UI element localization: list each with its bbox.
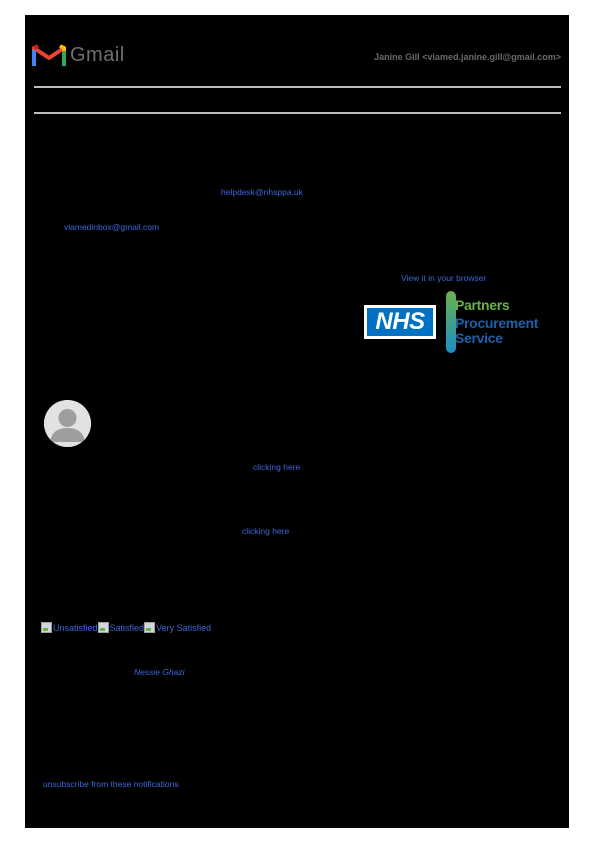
pps-logo-line-1: Partners bbox=[455, 297, 510, 313]
view-in-browser-link[interactable]: View it in your browser bbox=[401, 273, 487, 283]
gmail-logo: Gmail bbox=[32, 42, 132, 70]
agent-name-link[interactable]: Nessie Ghazi bbox=[134, 667, 185, 677]
pps-logo-line-3: Service bbox=[455, 330, 503, 346]
user-silhouette-icon bbox=[44, 400, 91, 447]
nhs-logo: NHS bbox=[364, 305, 436, 339]
image-icon bbox=[41, 622, 52, 633]
rating-satisfied-link[interactable]: Satisfied bbox=[109, 622, 145, 633]
avatar bbox=[44, 400, 91, 447]
account-user: Janine Gill <viamed.janine.gill@gmail.co… bbox=[374, 52, 561, 62]
clicking-here-link-2[interactable]: clicking here bbox=[242, 526, 290, 536]
image-icon bbox=[144, 622, 156, 633]
nhs-logo-text: NHS bbox=[367, 308, 433, 336]
pps-logo-line-2: Procurement bbox=[455, 315, 539, 331]
rating-very-satisfied-link[interactable]: Very Satisfied bbox=[156, 622, 212, 633]
unsubscribe-link[interactable]: unsubscribe from these notifications bbox=[43, 779, 179, 789]
image-icon bbox=[97, 622, 109, 633]
gmail-wordmark: Gmail bbox=[70, 44, 125, 66]
subject-divider bbox=[34, 112, 561, 114]
clicking-here-link-1[interactable]: clicking here bbox=[253, 462, 301, 472]
pps-logo: Partners Procurement Service bbox=[446, 291, 558, 353]
gmail-m-icon bbox=[32, 44, 66, 66]
rating-unsatisfied-link[interactable]: Unsatisfied bbox=[53, 622, 98, 633]
inbox-email-link[interactable]: viamedinbox@gmail.com bbox=[64, 222, 160, 232]
helpdesk-email-link[interactable]: helpdesk@nhsppa.uk bbox=[221, 187, 303, 197]
header-divider bbox=[34, 86, 561, 88]
satisfaction-rating: Unsatisfied Satisfied Very Satisfied bbox=[41, 622, 211, 633]
pps-logo-bar bbox=[446, 291, 456, 353]
email-body bbox=[25, 15, 569, 828]
